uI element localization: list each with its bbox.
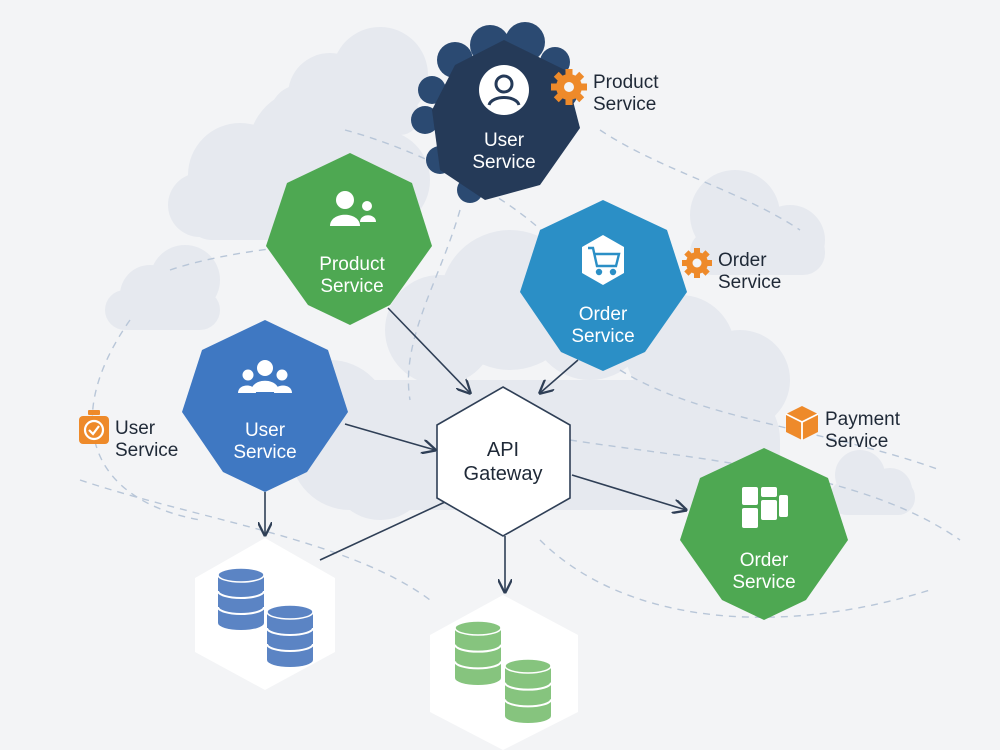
node-label-line2: Service bbox=[472, 152, 535, 173]
shopping-cart-icon bbox=[588, 246, 621, 276]
side-label-line2: Service bbox=[718, 272, 781, 293]
database-user[interactable] bbox=[195, 538, 335, 690]
node-label-line2: Service bbox=[571, 326, 634, 347]
node-label-line1: API bbox=[487, 439, 519, 461]
db-container bbox=[430, 595, 578, 750]
edge-product-to-gateway bbox=[387, 307, 470, 393]
node-label-line2: Service bbox=[233, 442, 296, 463]
node-icon-badge bbox=[479, 65, 529, 115]
node-label-line1: Order bbox=[740, 550, 789, 571]
node-shape bbox=[182, 320, 348, 492]
gear-icon bbox=[551, 69, 587, 105]
db-container bbox=[195, 538, 335, 690]
node-label-line1: Order bbox=[579, 304, 628, 325]
user-group-icon bbox=[330, 191, 376, 226]
database-icon bbox=[454, 620, 552, 723]
package-icon bbox=[785, 406, 819, 440]
gear-icon bbox=[682, 248, 712, 278]
node-user-service[interactable]: User Service bbox=[182, 320, 348, 492]
node-user-service-top[interactable]: User Service bbox=[411, 22, 580, 203]
node-api-gateway[interactable]: API Gateway bbox=[436, 386, 571, 537]
node-shape bbox=[266, 153, 432, 325]
edge-gateway-to-order-service bbox=[571, 474, 686, 510]
side-label-line2: Service bbox=[593, 94, 656, 115]
side-label-line1: Payment bbox=[825, 409, 901, 430]
node-label-line1: User bbox=[484, 130, 525, 151]
side-label-product-service: Product Service bbox=[551, 69, 659, 115]
side-label-order-service: Order Service bbox=[682, 248, 781, 293]
database-order[interactable] bbox=[430, 595, 578, 750]
side-label-line1: Order bbox=[718, 250, 767, 271]
node-order-service-green[interactable]: Order Service bbox=[680, 448, 848, 620]
node-shape bbox=[520, 200, 687, 371]
connections bbox=[265, 307, 686, 592]
cloud-shape bbox=[690, 170, 825, 275]
node-order-service-blue[interactable]: Order Service bbox=[520, 200, 687, 371]
side-label-user-service: User Service bbox=[79, 410, 178, 461]
node-label-line2: Service bbox=[320, 276, 383, 297]
edge-order-to-gateway bbox=[540, 359, 579, 393]
edge-gateway-to-user-db bbox=[319, 501, 446, 561]
side-label-line1: User bbox=[115, 418, 156, 439]
node-label-line2: Gateway bbox=[464, 463, 543, 485]
node-label-line2: Service bbox=[732, 572, 795, 593]
side-label-line2: Service bbox=[825, 431, 888, 452]
node-label-line1: Product bbox=[319, 254, 385, 275]
node-product-service[interactable]: Product Service bbox=[266, 153, 432, 325]
cloud-shape bbox=[105, 245, 220, 330]
person-icon bbox=[487, 74, 521, 106]
node-shape bbox=[436, 386, 571, 537]
side-label-line2: Service bbox=[115, 440, 178, 461]
node-shape bbox=[680, 448, 848, 620]
node-shape bbox=[432, 40, 580, 200]
users-icon bbox=[238, 360, 292, 393]
cloud-shape bbox=[830, 450, 915, 515]
edge-user-to-gateway bbox=[344, 423, 435, 450]
side-label-payment-service: Payment Service bbox=[785, 406, 901, 452]
side-label-line1: Product bbox=[593, 72, 659, 93]
documents-icon bbox=[742, 487, 788, 528]
database-icon bbox=[217, 567, 314, 667]
stopwatch-icon bbox=[79, 410, 109, 444]
node-label-line1: User bbox=[245, 420, 286, 441]
